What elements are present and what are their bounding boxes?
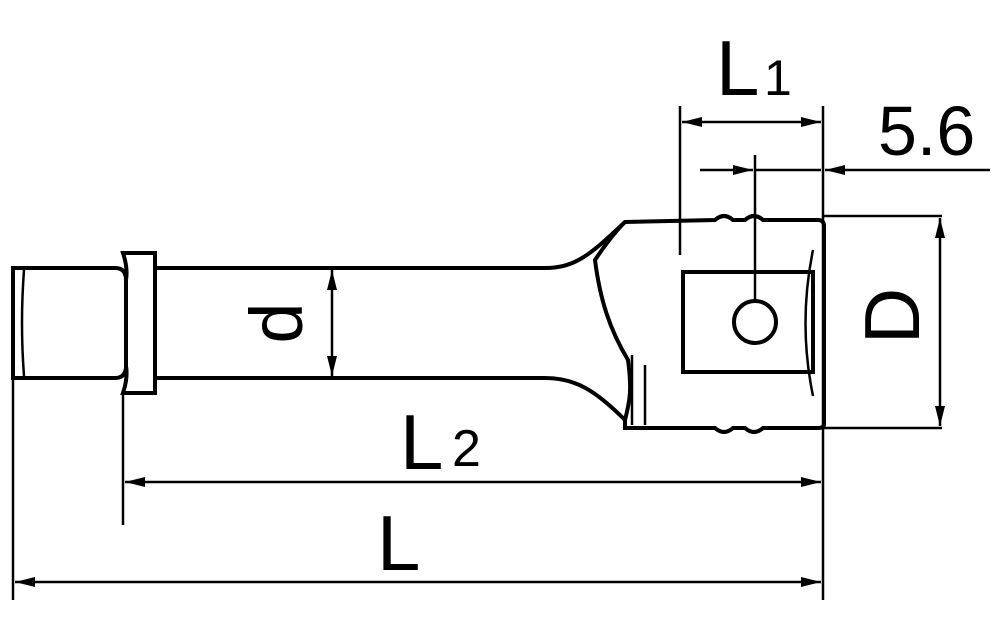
label-L1: L bbox=[716, 24, 759, 112]
shaft bbox=[155, 220, 627, 422]
label-L1-subscript: 1 bbox=[764, 50, 792, 106]
label-L2: L bbox=[400, 398, 443, 486]
pin-hole bbox=[732, 299, 778, 345]
square-drive bbox=[11, 266, 128, 380]
label-offset: 5.6 bbox=[878, 92, 975, 170]
collar bbox=[120, 251, 157, 395]
label-d: d bbox=[235, 302, 318, 343]
label-L: L bbox=[377, 499, 420, 587]
label-L2-subscript: 2 bbox=[452, 420, 481, 478]
square-opening bbox=[681, 270, 815, 374]
extension-lines bbox=[11, 106, 942, 600]
socket-head bbox=[592, 214, 826, 434]
label-D: D bbox=[848, 288, 936, 344]
dimension-lines bbox=[15, 117, 990, 587]
